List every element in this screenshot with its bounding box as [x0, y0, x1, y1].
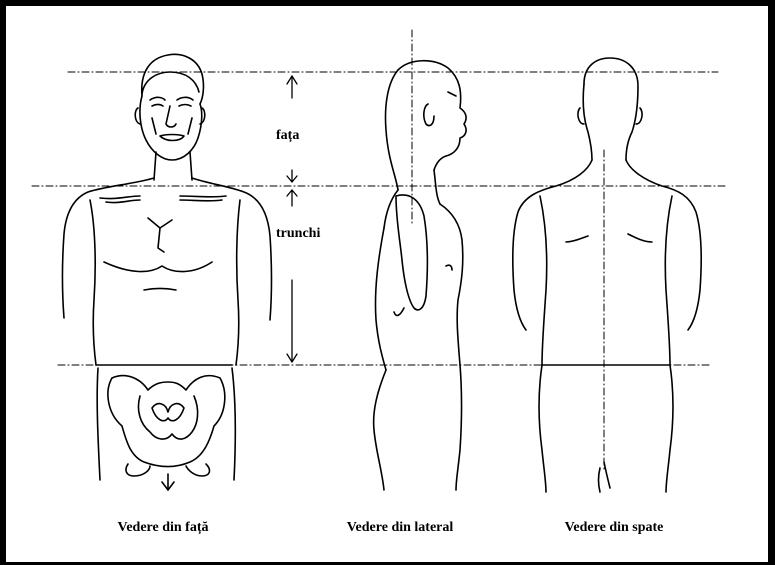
face-label: fața	[276, 128, 299, 144]
caption-side-view: Vedere din lateral	[347, 520, 454, 536]
caption-front-view: Vedere din față	[118, 520, 209, 536]
back-figure	[513, 58, 701, 492]
trunk-label: trunchi	[276, 226, 320, 242]
front-figure	[63, 54, 272, 490]
measure-arrows	[287, 76, 297, 362]
caption-back-view: Vedere din spate	[565, 520, 664, 536]
side-figure	[374, 61, 466, 490]
